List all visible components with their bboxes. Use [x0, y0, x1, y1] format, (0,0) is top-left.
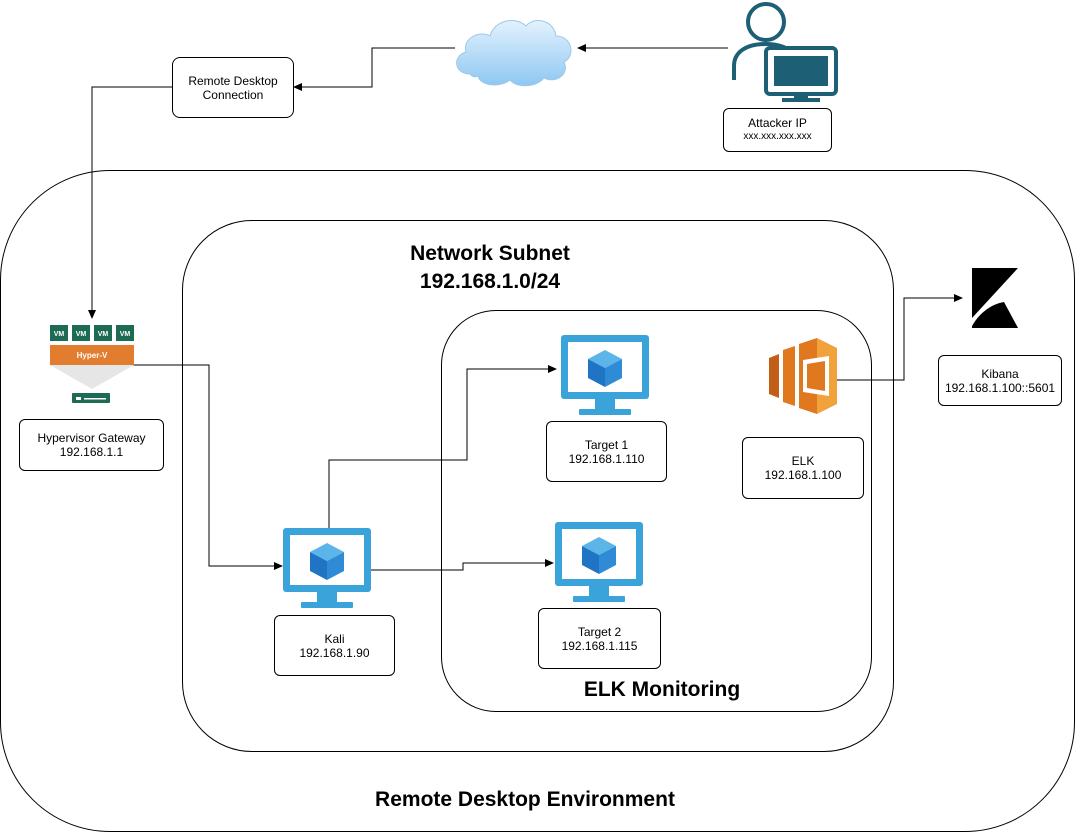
rdc-to-hypervisor-connector [88, 86, 172, 319]
cloud-to-rdc-connector [293, 47, 455, 91]
target2-name: Target 2 [577, 624, 622, 639]
network-subnet-region [182, 220, 894, 752]
target2-vm-icon [555, 522, 643, 609]
vm-label-2: VM [76, 331, 87, 338]
hypervisor-to-kali-connector [132, 364, 283, 570]
elk-ip: 192.168.1.100 [764, 468, 842, 482]
vm-label-3: VM [98, 331, 109, 338]
vm-label-4: VM [120, 331, 131, 338]
attacker-name: Attacker IP [748, 116, 807, 130]
hyper-v-label: Hyper-V [77, 351, 108, 360]
hypervisor-name: Hypervisor Gateway [37, 431, 146, 445]
internet-cloud-icon [452, 12, 578, 95]
elk-to-kibana-connector [837, 294, 963, 381]
kibana-logo-icon [972, 268, 1018, 335]
target1-name: Target 1 [584, 437, 629, 452]
target1-ip: 192.168.1.110 [568, 451, 645, 466]
hypervisor-ip: 192.168.1.1 [59, 445, 124, 459]
target1-box: Target 1 192.168.1.110 [546, 421, 667, 482]
kali-vm-icon [283, 528, 371, 615]
kali-to-target2-connector [371, 559, 554, 571]
kali-box: Kali 192.168.1.90 [274, 615, 395, 676]
elk-name: ELK [791, 454, 815, 468]
network-subnet-title: Network Subnet 192.168.1.0/24 [380, 240, 600, 296]
elk-monitoring-region [441, 310, 872, 712]
remote-desktop-connection-line2: Connection [202, 87, 264, 102]
kibana-box: Kibana 192.168.1.100::5601 [938, 355, 1062, 406]
remote-desktop-environment-title: Remote Desktop Environment [375, 788, 675, 811]
attacker-box: Attacker IP xxx.xxx.xxx.xxx [723, 108, 832, 152]
kibana-ip: 192.168.1.100::5601 [944, 380, 1056, 395]
kali-ip: 192.168.1.90 [299, 645, 370, 660]
attacker-ip: xxx.xxx.xxx.xxx [743, 131, 812, 142]
remote-desktop-connection-box: Remote Desktop Connection [172, 57, 294, 118]
elk-elasticsearch-icon [769, 338, 839, 419]
network-subnet-cidr: 192.168.1.0/24 [419, 270, 561, 293]
kali-to-target1-connector [328, 365, 557, 528]
vm-label-1: VM [54, 331, 65, 338]
hyper-v-icon: VM VM VM VM Hyper-V [50, 325, 134, 412]
target2-box: Target 2 192.168.1.115 [538, 608, 661, 669]
elk-monitoring-title: ELK Monitoring [583, 678, 741, 701]
target1-vm-icon [561, 335, 649, 422]
elk-box: ELK 192.168.1.100 [742, 437, 864, 499]
target2-ip: 192.168.1.115 [561, 638, 638, 653]
hypervisor-gateway-box: Hypervisor Gateway 192.168.1.1 [19, 419, 164, 471]
kali-name: Kali [324, 631, 345, 646]
attacker-user-icon [728, 0, 840, 109]
kibana-name: Kibana [981, 366, 1019, 381]
network-subnet-name: Network Subnet [410, 242, 570, 265]
remote-desktop-connection-line1: Remote Desktop [188, 73, 278, 88]
